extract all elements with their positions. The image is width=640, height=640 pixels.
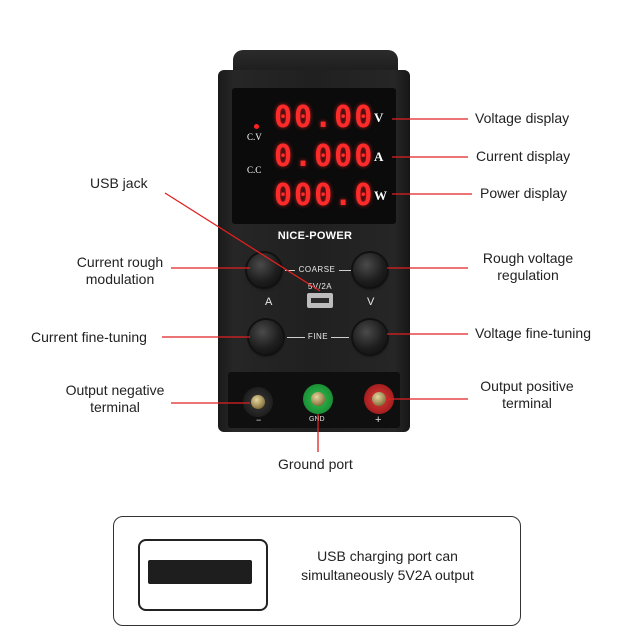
current-unit: A bbox=[374, 149, 384, 164]
usb-rating-label: 5V/2A bbox=[307, 282, 333, 291]
current-readout: 0.000 bbox=[274, 139, 375, 174]
coarse-rule-right bbox=[339, 270, 351, 271]
fine-rule-right bbox=[331, 337, 349, 338]
cv-indicator-led bbox=[254, 124, 259, 129]
negative-symbol: − bbox=[256, 415, 262, 425]
power-unit: W bbox=[374, 188, 387, 203]
fine-label: FINE bbox=[307, 332, 329, 341]
cv-label: C.V bbox=[247, 132, 262, 142]
brand-logo: NICE-POWER bbox=[277, 230, 353, 242]
callout-current-rough-line2: modulation bbox=[85, 271, 155, 287]
current-knob-letter: A bbox=[265, 296, 273, 308]
callout-current-display: Current display bbox=[476, 148, 571, 164]
usb-port-icon-bar bbox=[148, 560, 252, 584]
voltage-coarse-knob[interactable] bbox=[353, 253, 387, 287]
voltage-knob-letter: V bbox=[367, 296, 375, 308]
callout-power-display: Power display bbox=[480, 185, 568, 201]
callout-usb-jack: USB jack bbox=[90, 175, 148, 191]
cc-label: C.C bbox=[247, 165, 262, 175]
callout-rough-voltage-line2: regulation bbox=[497, 267, 559, 283]
positive-symbol: + bbox=[375, 414, 382, 426]
coarse-rule-left bbox=[285, 270, 295, 271]
current-coarse-knob[interactable] bbox=[247, 253, 281, 287]
gnd-label: GND bbox=[309, 416, 325, 423]
callout-rough-voltage-line1: Rough voltage bbox=[482, 250, 574, 266]
callout-output-negative-line2: terminal bbox=[90, 399, 140, 415]
usb-jack[interactable] bbox=[307, 293, 333, 308]
current-fine-knob[interactable] bbox=[249, 320, 283, 354]
callout-voltage-fine: Voltage fine-tuning bbox=[475, 325, 591, 341]
callout-voltage-display: Voltage display bbox=[475, 110, 570, 126]
fine-rule-left bbox=[287, 337, 305, 338]
callout-output-negative-line1: Output negative bbox=[65, 382, 165, 398]
callout-output-positive-line2: terminal bbox=[502, 395, 552, 411]
callout-current-rough: Current rough modulation bbox=[60, 254, 180, 288]
usb-info-text: USB charging port can simultaneously 5V2… bbox=[280, 547, 495, 585]
usb-info-line2: simultaneously 5V2A output bbox=[301, 567, 474, 583]
callout-output-negative: Output negative terminal bbox=[52, 382, 178, 416]
coarse-label: COARSE bbox=[298, 265, 336, 274]
callout-rough-voltage: Rough voltage regulation bbox=[468, 250, 588, 284]
ground-terminal[interactable] bbox=[303, 384, 333, 414]
callout-current-fine: Current fine-tuning bbox=[31, 329, 147, 345]
callout-ground-port: Ground port bbox=[278, 456, 353, 472]
voltage-fine-knob[interactable] bbox=[353, 320, 387, 354]
display-panel bbox=[232, 88, 396, 224]
usb-info-line1: USB charging port can bbox=[317, 548, 458, 564]
negative-terminal[interactable] bbox=[243, 387, 273, 417]
callout-output-positive: Output positive terminal bbox=[464, 378, 590, 412]
usb-jack-leader bbox=[164, 192, 321, 292]
callout-current-rough-line1: Current rough bbox=[76, 254, 164, 270]
callout-output-positive-line1: Output positive bbox=[480, 378, 574, 394]
voltage-unit: V bbox=[374, 110, 384, 125]
power-readout: 000.0 bbox=[274, 178, 375, 213]
voltage-readout: 00.00 bbox=[274, 100, 375, 135]
